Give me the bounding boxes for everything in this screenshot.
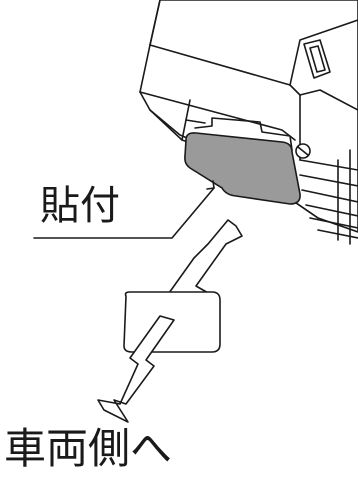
vehicle-arrow xyxy=(97,315,175,423)
leader-line xyxy=(33,187,215,239)
vehicle-side-label: 車両側へ xyxy=(4,424,173,473)
adhesive-pad xyxy=(184,132,301,205)
device-body xyxy=(139,0,358,245)
attach-label: 貼付 xyxy=(40,183,120,229)
